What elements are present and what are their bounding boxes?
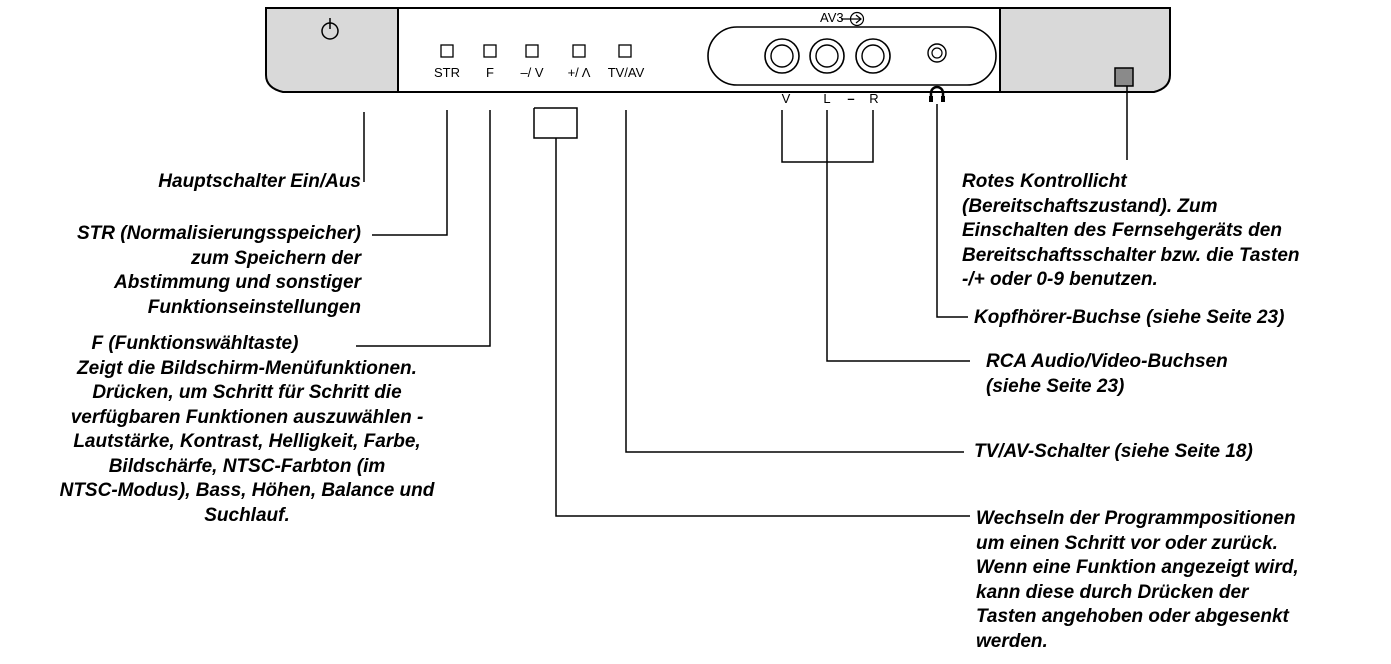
audio-right-jack[interactable] <box>855 38 891 74</box>
callout-text: zum Speichern der <box>191 247 361 269</box>
callout-text: Einschalten des Fernsehgeräts den <box>962 220 1282 241</box>
leader-headphone <box>936 104 968 318</box>
callout-text: Wenn eine Funktion angezeigt wird, <box>976 557 1299 578</box>
callout-text: STR (Normalisierungsspeicher) <box>76 223 361 244</box>
callout-text: Funktionseinstellungen <box>147 296 361 318</box>
callout-text: Lautstärke, Kontrast, Helligkeit, Farbe, <box>73 431 421 452</box>
f-label: F <box>486 65 494 80</box>
callout-text: Wechseln der Programmpositionen <box>976 508 1296 529</box>
leader-program-2 <box>555 138 970 517</box>
minus-v-label: –/ V <box>520 65 543 80</box>
minus-v-button[interactable] <box>525 44 539 58</box>
callout-text: verfügbaren Funktionen auszuwählen - <box>70 406 424 428</box>
leader-tvav <box>625 110 964 453</box>
tvav-button[interactable] <box>618 44 632 58</box>
callout-text: (Bereitschaftszustand). Zum <box>962 195 1218 217</box>
callout-text: Bereitschaftsschalter bzw. die Tasten <box>962 244 1300 266</box>
jack-label-l: L <box>823 91 830 106</box>
left-end-cap <box>265 7 399 93</box>
headphone-jack[interactable] <box>927 43 947 63</box>
f-button[interactable] <box>483 44 497 58</box>
headphone-icon <box>929 85 945 102</box>
av3-label: AV3 <box>820 10 844 25</box>
right-end-cap <box>999 7 1171 93</box>
callout-tvav: TV/AV-Schalter (siehe Seite 18) <box>974 440 1253 465</box>
callout-program: Wechseln der Programmpositionen um einen… <box>976 507 1299 654</box>
callout-text: (siehe Seite 23) <box>986 375 1125 397</box>
callout-text: Hauptschalter Ein/Aus <box>158 171 361 192</box>
callout-text: Kopfhörer-Buchse (siehe Seite 23) <box>974 307 1285 328</box>
audio-left-jack[interactable] <box>809 38 845 74</box>
plus-up-label: +/ Λ <box>568 65 591 80</box>
leader-lines <box>356 86 1128 517</box>
callout-text: Bildschärfe, NTSC-Farbton (im <box>108 455 386 477</box>
callout-f-key: F (Funktionswähltaste) Zeigt die Bildsch… <box>8 332 486 528</box>
callout-text: F (Funktionswähltaste) <box>91 333 299 354</box>
callout-text: TV/AV-Schalter (siehe Seite 18) <box>974 441 1253 462</box>
jack-label-r: R <box>869 91 878 106</box>
leader-str <box>372 110 448 236</box>
callout-str: STR (Normalisierungsspeicher) zum Speich… <box>77 222 361 320</box>
callout-text: kann diese durch Drücken der <box>976 581 1249 603</box>
tvav-label: TV/AV <box>608 65 645 80</box>
callout-text: Abstimmung und sonstiger <box>114 272 361 293</box>
leader-rca <box>826 110 970 362</box>
callout-text: Tasten angehoben oder abgesenkt <box>976 606 1289 627</box>
callout-rca: RCA Audio/Video-Buchsen (siehe Seite 23) <box>986 350 1228 399</box>
str-button[interactable] <box>440 44 454 58</box>
video-jack[interactable] <box>764 38 800 74</box>
plus-up-button[interactable] <box>572 44 586 58</box>
jack-label-v: V <box>782 91 791 106</box>
callout-text: werden. <box>976 630 1048 652</box>
callout-text: Drücken, um Schritt für Schritt die <box>92 382 402 403</box>
callout-text: Rotes Kontrollicht <box>962 171 1127 192</box>
callout-main-switch: Hauptschalter Ein/Aus <box>158 170 361 195</box>
leader-f <box>356 110 491 347</box>
jack-label-dash: – <box>847 91 854 106</box>
leader-program <box>533 107 578 139</box>
callout-text: Suchlauf. <box>204 504 290 526</box>
input-arrow-icon <box>841 11 865 27</box>
power-icon <box>321 18 339 40</box>
av-jack-recess <box>707 26 997 86</box>
callout-text: RCA Audio/Video-Buchsen <box>986 351 1228 372</box>
callout-text: um einen Schritt vor oder zurück. <box>976 532 1278 554</box>
callout-text: Zeigt die Bildschirm-Menüfunktionen. <box>77 357 417 379</box>
str-label: STR <box>434 65 460 80</box>
standby-indicator-light <box>1114 67 1134 87</box>
callout-text: -/+ oder 0-9 benutzen. <box>962 269 1158 290</box>
callout-red-light: Rotes Kontrollicht (Bereitschaftszustand… <box>962 170 1300 293</box>
callout-headphone: Kopfhörer-Buchse (siehe Seite 23) <box>974 306 1284 331</box>
callout-text: NTSC-Modus), Bass, Höhen, Balance und <box>59 480 435 501</box>
